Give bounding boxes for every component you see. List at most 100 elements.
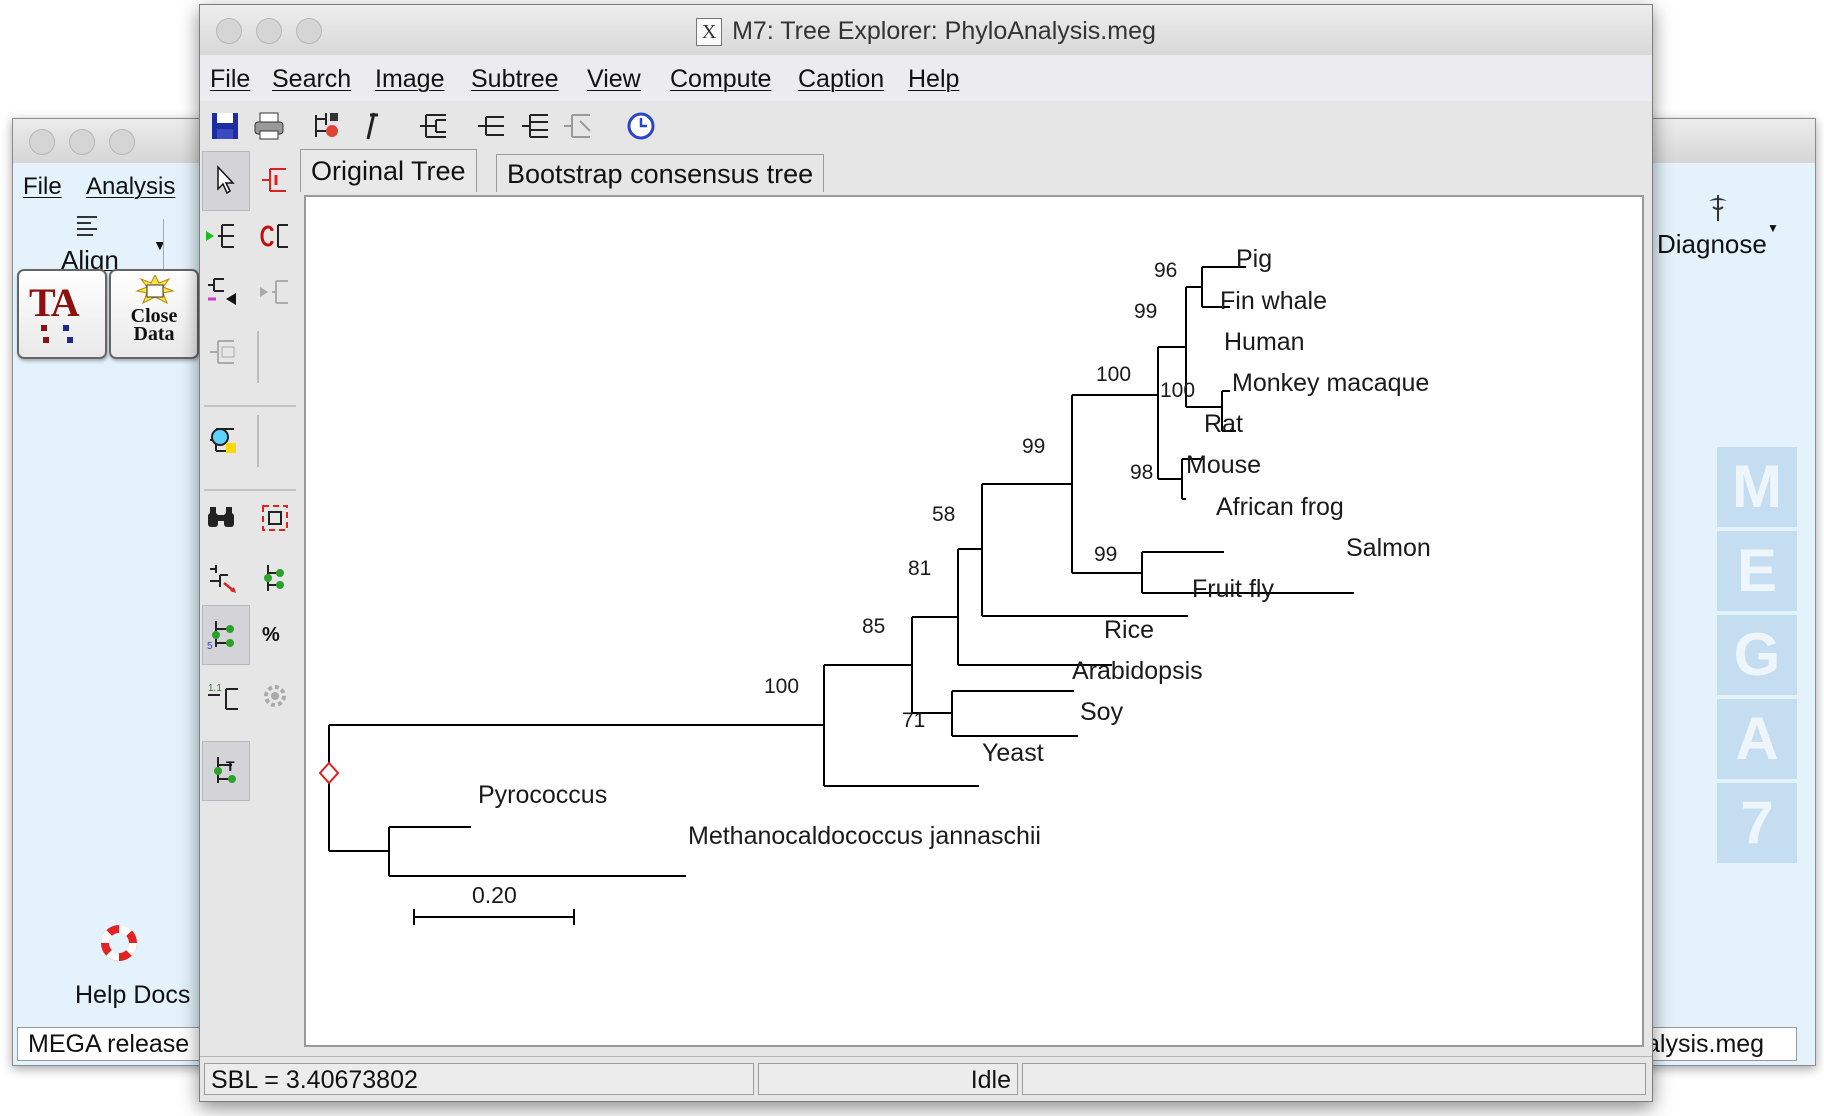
menu-caption[interactable]: Caption bbox=[798, 65, 885, 93]
svg-text:%: % bbox=[262, 624, 280, 646]
align-button[interactable]: Align ▼ bbox=[39, 211, 167, 275]
bootstrap-value: 99 bbox=[1094, 543, 1117, 566]
minimize-window-dot[interactable] bbox=[69, 129, 95, 155]
ribbon-divider bbox=[163, 219, 164, 271]
bootstrap-value: 100 bbox=[1096, 363, 1131, 386]
show-nodes-icon[interactable] bbox=[258, 561, 292, 595]
window-title: M7: Tree Explorer: PhyloAnalysis.meg bbox=[732, 17, 1156, 45]
info-icon[interactable] bbox=[356, 109, 390, 143]
taxon-label: Rice bbox=[1104, 616, 1154, 644]
rectangular-tree-icon[interactable] bbox=[474, 109, 508, 143]
taxon-label: Yeast bbox=[982, 739, 1044, 767]
menu-help[interactable]: Help bbox=[908, 65, 960, 93]
place-root-icon[interactable] bbox=[204, 219, 238, 253]
status-filename: alysis.meg bbox=[1643, 1027, 1797, 1061]
menu-subtree[interactable]: Subtree bbox=[471, 65, 559, 93]
flip-subtree-icon[interactable] bbox=[258, 163, 292, 197]
taxon-label: Pyrococcus bbox=[478, 781, 607, 809]
mega-logo-letter: M bbox=[1717, 447, 1797, 527]
selected-tool-highlight bbox=[202, 741, 250, 801]
topology-only-icon[interactable]: T bbox=[208, 753, 242, 787]
pointer-icon[interactable] bbox=[208, 163, 242, 197]
tab-original-tree[interactable]: Original Tree bbox=[300, 149, 477, 192]
tab-bootstrap-consensus[interactable]: Bootstrap consensus tree bbox=[496, 154, 825, 192]
straight-tree-icon[interactable] bbox=[518, 109, 552, 143]
status-empty-panel bbox=[1022, 1063, 1646, 1095]
tree-statusbar: SBL = 3.40673802 Idle bbox=[200, 1056, 1652, 1101]
menu-search[interactable]: Search bbox=[272, 65, 352, 93]
compress-subtree-icon[interactable] bbox=[258, 219, 292, 253]
bootstrap-value: 81 bbox=[908, 557, 931, 580]
taxon-label: Arabidopsis bbox=[1072, 657, 1203, 685]
mega-logo-letter: G bbox=[1717, 615, 1797, 695]
lifebuoy-icon[interactable] bbox=[101, 925, 137, 961]
menu-view[interactable]: View bbox=[587, 65, 641, 93]
svg-text:T: T bbox=[226, 758, 235, 774]
minimize-window-dot[interactable] bbox=[256, 18, 282, 44]
tree-canvas[interactable]: Pig Fin whale Human Monkey macaque Rat M… bbox=[304, 195, 1644, 1047]
bootstrap-value: 99 bbox=[1022, 435, 1045, 458]
taxon-label: Human bbox=[1224, 328, 1305, 356]
text-editor-button[interactable]: TA bbox=[17, 269, 107, 359]
tool-divider bbox=[204, 405, 296, 407]
diagnose-button[interactable]: Diagnose ▼ bbox=[1657, 185, 1797, 275]
subtree-drawing-icon[interactable] bbox=[206, 335, 240, 369]
taxon-label: Methanocaldococcus jannaschii bbox=[688, 822, 1041, 850]
menu-image[interactable]: Image bbox=[375, 65, 445, 93]
tree-options-icon[interactable] bbox=[310, 109, 344, 143]
menu-analysis[interactable]: Analysis bbox=[86, 173, 176, 200]
binoculars-icon[interactable] bbox=[204, 501, 238, 535]
root-midpoint-icon[interactable] bbox=[258, 275, 292, 309]
close-window-dot[interactable] bbox=[29, 129, 55, 155]
radial-tree-icon[interactable] bbox=[560, 109, 594, 143]
find-taxon-icon[interactable] bbox=[206, 423, 240, 457]
scale-bar bbox=[413, 909, 575, 925]
zoom-window-dot[interactable] bbox=[109, 129, 135, 155]
zoom-window-dot[interactable] bbox=[296, 18, 322, 44]
ta-icon: TA bbox=[29, 280, 80, 325]
print-icon[interactable] bbox=[252, 109, 286, 143]
menu-compute[interactable]: Compute bbox=[670, 65, 772, 93]
save-icon[interactable] bbox=[208, 109, 242, 143]
menu-file[interactable]: File bbox=[23, 173, 62, 200]
taxon-label: African frog bbox=[1216, 493, 1344, 521]
bootstrap-value: 99 bbox=[1134, 300, 1157, 323]
taxon-label: Salmon bbox=[1346, 534, 1431, 562]
close-data-label: Close Data bbox=[130, 305, 178, 345]
fit-to-window-icon[interactable] bbox=[258, 501, 292, 535]
phylogenetic-tree[interactable]: Pig Fin whale Human Monkey macaque Rat M… bbox=[306, 197, 1642, 1045]
diagnose-label: Diagnose bbox=[1657, 229, 1767, 259]
bootstrap-value: 85 bbox=[862, 615, 885, 638]
clock-icon[interactable] bbox=[624, 109, 658, 143]
taxon-label: Monkey macaque bbox=[1232, 369, 1429, 397]
x11-icon: X bbox=[696, 18, 723, 47]
selected-tool-highlight bbox=[202, 605, 250, 665]
tree-explorer-menubar: File Search Image Subtree View Compute C… bbox=[200, 55, 1652, 101]
menu-file[interactable]: File bbox=[210, 65, 251, 93]
mega-logo-letter: A bbox=[1717, 699, 1797, 779]
align-icon bbox=[77, 216, 97, 236]
node-settings-icon[interactable] bbox=[258, 679, 292, 713]
close-data-icon bbox=[135, 275, 175, 305]
mega-logo-letter: E bbox=[1717, 531, 1797, 611]
taxon-label: Fruit fly bbox=[1192, 575, 1274, 603]
resize-tree-icon[interactable] bbox=[206, 561, 240, 595]
scale-bar-icon[interactable]: 1.1 bbox=[206, 679, 240, 713]
percent-icon[interactable]: % bbox=[258, 617, 292, 651]
swap-branches-icon[interactable] bbox=[204, 275, 238, 309]
tree-layout-icon[interactable] bbox=[416, 109, 450, 143]
help-docs-label[interactable]: Help Docs bbox=[75, 981, 191, 1009]
close-data-button[interactable]: Close Data bbox=[109, 269, 199, 359]
taxon-label: Fin whale bbox=[1220, 287, 1327, 315]
root-marker[interactable] bbox=[318, 761, 340, 785]
idle-status: Idle bbox=[758, 1063, 1018, 1095]
selected-tool-highlight bbox=[202, 151, 250, 211]
tool-divider bbox=[204, 489, 296, 491]
bootstrap-value: 100 bbox=[764, 675, 799, 698]
tree-explorer-titlebar: X M7: Tree Explorer: PhyloAnalysis.meg bbox=[200, 5, 1652, 56]
chevron-down-icon: ▼ bbox=[1767, 221, 1779, 235]
tree-explorer-window: X M7: Tree Explorer: PhyloAnalysis.meg Fi… bbox=[199, 4, 1653, 1102]
branch-length-icon[interactable]: 5 bbox=[206, 617, 240, 651]
close-window-dot[interactable] bbox=[216, 18, 242, 44]
caduceus-icon bbox=[1709, 195, 1727, 221]
